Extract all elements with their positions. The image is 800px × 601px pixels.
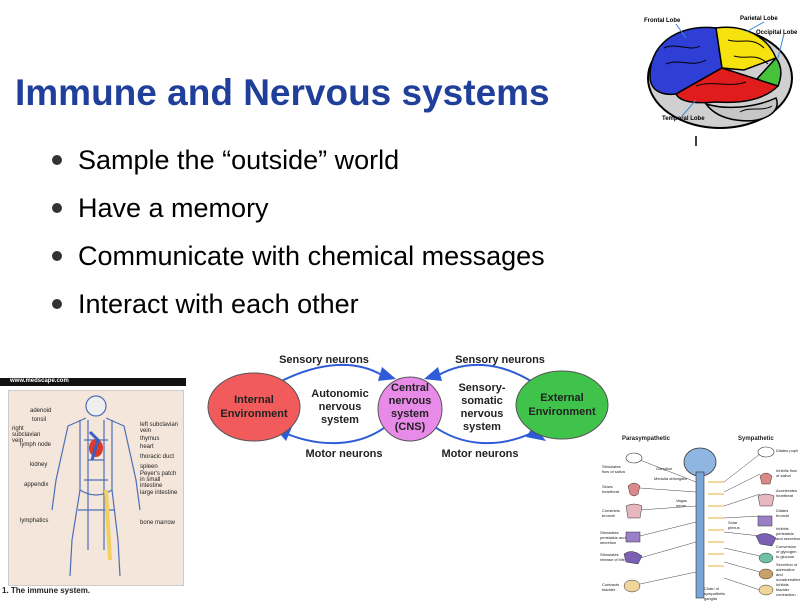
parietal-lobe-label: Parietal Lobe — [740, 16, 778, 22]
internal-label-2: Environment — [220, 408, 288, 420]
cns-node — [377, 376, 443, 442]
autonomic-label-1: Autonomic — [311, 388, 368, 400]
slide-title: Immune and Nervous systems — [15, 72, 550, 113]
para-label-bronchi: Constricts bronchi — [602, 508, 620, 518]
para-label-heartbeat: Slows heartbeat — [602, 484, 619, 494]
cns-label-2: nervous — [389, 395, 432, 407]
occipital-lobe-label: Occipital Lobe — [756, 30, 798, 36]
bullet-text: Sample the “outside” world — [78, 145, 400, 175]
bullet-text: Communicate with chemical messages — [78, 241, 545, 271]
bullet-dot-icon — [52, 203, 62, 213]
immune-label-lymph-node: lymph node — [20, 442, 52, 448]
immune-label-thymus: thymus — [140, 436, 160, 442]
para-label-saliva: Stimulates flow of saliva — [602, 464, 625, 474]
immune-label-bone-marrow: bone marrow — [140, 520, 176, 526]
somatic-label-1: Sensory- — [458, 382, 505, 394]
somatic-label-2: somatic — [461, 395, 503, 407]
motor-neurons-left-label: Motor neurons — [306, 448, 383, 460]
temporal-lobe-shape — [675, 67, 780, 104]
bullet-item: Communicate with chemical messages — [50, 238, 545, 286]
brain-lobes-figure: Frontal Lobe Parietal Lobe Occipital Lob… — [644, 16, 798, 146]
frontal-lobe-label: Frontal Lobe — [644, 18, 681, 24]
bullet-dot-icon — [52, 155, 62, 165]
bullet-list: Sample the “outside” world Have a memory… — [50, 142, 545, 334]
nervous-system-flow-diagram: Sensory neurons Sensory neurons Motor ne… — [207, 354, 609, 460]
somatic-label-4: system — [463, 421, 501, 433]
sensory-neurons-left-label: Sensory neurons — [279, 354, 369, 366]
brain-illustration — [647, 21, 793, 146]
bullet-text: Interact with each other — [78, 289, 359, 319]
immune-label-peyers-patch: Peyer's patch in small intestine — [140, 471, 177, 489]
center-label-medulla: Medulla oblongata — [654, 476, 687, 481]
sensory-arrow-right — [431, 363, 541, 388]
immune-label-thoracic-duct: thoracic duct — [140, 454, 175, 460]
symp-label-pupil: Dilates pupil — [776, 448, 798, 453]
arrowhead-icon — [378, 367, 396, 381]
cns-label-4: (CNS) — [395, 421, 426, 433]
external-label-1: External — [540, 392, 583, 404]
symp-label-saliva: Inhibits flow of saliva — [776, 468, 797, 478]
sensory-arrow-left — [269, 363, 389, 388]
sympathetic-heading: Sympathetic — [738, 436, 774, 442]
center-label-solar-plexus: Solar plexus — [728, 520, 740, 530]
immune-label-lymphatics: lymphatics — [20, 518, 49, 524]
para-label-bile: Stimulates release of bile — [600, 552, 625, 562]
bullet-item: Interact with each other — [50, 286, 545, 334]
spinal-cord-shape — [695, 471, 705, 599]
autonomic-label-2: nervous — [319, 401, 362, 413]
cns-label-3: system — [391, 408, 429, 420]
immune-label-large-intestine: large intestine — [140, 490, 178, 496]
figure-header-bar: www.medscape.com — [0, 378, 186, 386]
center-label-chain-ganglia: Chain of sympathetic ganglia — [704, 586, 726, 601]
immune-system-figure: www.medscape.com adenoid tonsil right su… — [0, 378, 186, 600]
bullet-item: Have a memory — [50, 190, 545, 238]
immune-label-spleen: spleen — [140, 464, 158, 470]
motor-neurons-right-label: Motor neurons — [442, 448, 519, 460]
para-label-peristalsis: Stimulates peristalsis and secretion — [600, 530, 626, 545]
immune-label-right-subclavian: right subclavian vein — [12, 426, 41, 444]
internal-environment-node — [207, 372, 301, 442]
sensory-neurons-right-label: Sensory neurons — [455, 354, 545, 366]
bullet-item: Sample the “outside” world — [50, 142, 545, 190]
figure-panel — [8, 390, 184, 586]
cns-label-1: Central — [391, 382, 429, 394]
bullet-dot-icon — [52, 251, 62, 261]
symp-label-glycogen: Conversion of glycogen to glucose — [776, 544, 797, 559]
internal-label-1: Internal — [234, 394, 274, 406]
center-label-ganglion: Ganglion — [656, 466, 673, 471]
medscape-source-label: www.medscape.com — [10, 378, 69, 384]
immune-label-heart: heart — [140, 444, 154, 450]
center-label-vagus: Vagus nerve — [676, 498, 688, 508]
immune-label-adenoid: adenoid — [30, 408, 52, 414]
bone-marrow-shape — [104, 489, 112, 561]
symp-label-bronchi: Dilates bronchi — [776, 508, 790, 518]
temporal-lobe-label: Temporal Lobe — [662, 116, 705, 122]
parasympathetic-heading: Parasympathetic — [622, 436, 671, 442]
bullet-dot-icon — [52, 299, 62, 309]
motor-arrow-left — [279, 424, 389, 445]
immune-label-kidney: kidney — [30, 462, 48, 468]
cerebellum-shape — [704, 96, 778, 122]
immune-label-tonsil: tonsil — [32, 417, 47, 423]
symp-label-adrenaline: Secretion of adrenaline and noradrenalin… — [776, 562, 800, 582]
somatic-label-3: nervous — [461, 408, 504, 420]
bullet-text: Have a memory — [78, 193, 269, 223]
symp-label-bladder: Inhibits bladder contraction — [776, 582, 796, 597]
symp-label-peristalsis: Inhibits peristalsis and secretion — [776, 526, 800, 541]
human-body-illustration — [51, 395, 141, 577]
symp-label-heartbeat: Accelerates heartbeat — [776, 488, 797, 498]
arrowhead-icon — [424, 367, 442, 381]
autonomic-label-3: system — [321, 414, 359, 426]
autonomic-illustration — [623, 446, 777, 599]
external-label-2: Environment — [528, 406, 596, 418]
para-label-bladder: Contracts bladder — [602, 582, 620, 592]
immune-label-appendix: appendix — [24, 482, 49, 488]
motor-arrow-right — [431, 424, 537, 445]
immune-figure-caption: 1. The immune system. — [2, 586, 91, 595]
immune-label-left-subclavian: left subclavian vein — [140, 422, 179, 434]
external-environment-node — [515, 370, 609, 440]
autonomic-system-figure: Parasympathetic Sympathetic — [600, 432, 800, 601]
